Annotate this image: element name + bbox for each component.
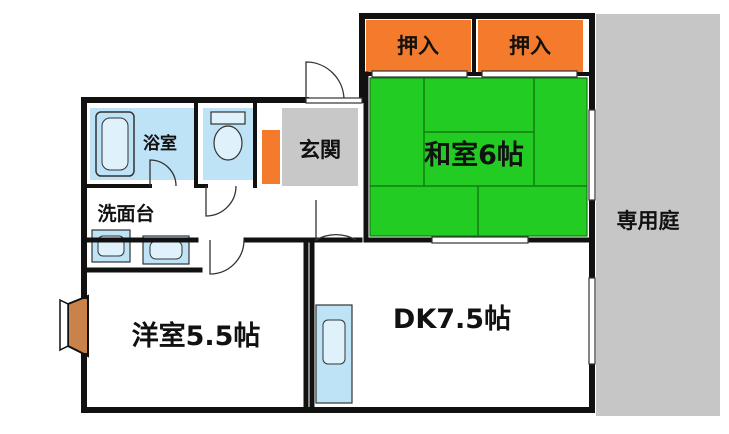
bay-window bbox=[67, 294, 89, 358]
entrance-label: 玄関 bbox=[299, 138, 341, 162]
closet-left bbox=[366, 20, 471, 72]
door-swings bbox=[149, 61, 357, 275]
washitsu-label: 和室6帖 bbox=[424, 139, 524, 171]
garden-label: 専用庭 bbox=[617, 209, 680, 233]
entrance-floor bbox=[282, 108, 358, 186]
tatami-mats bbox=[369, 77, 588, 237]
private-garden bbox=[596, 14, 720, 416]
dk-label: DK7.5帖 bbox=[393, 304, 511, 335]
closet-left-label: 押入 bbox=[397, 34, 439, 58]
sliding-doors bbox=[305, 70, 596, 365]
western-room-label: 洋室5.5帖 bbox=[132, 320, 261, 352]
bath-label: 浴室 bbox=[143, 133, 177, 154]
shoe-cabinet bbox=[262, 130, 280, 184]
toilet-bowl-icon bbox=[213, 125, 243, 161]
closet-right-label: 押入 bbox=[509, 34, 551, 58]
washbasin-label: 洗面台 bbox=[97, 202, 154, 225]
toilet-tank-icon bbox=[210, 111, 246, 125]
closet-right bbox=[478, 20, 583, 72]
